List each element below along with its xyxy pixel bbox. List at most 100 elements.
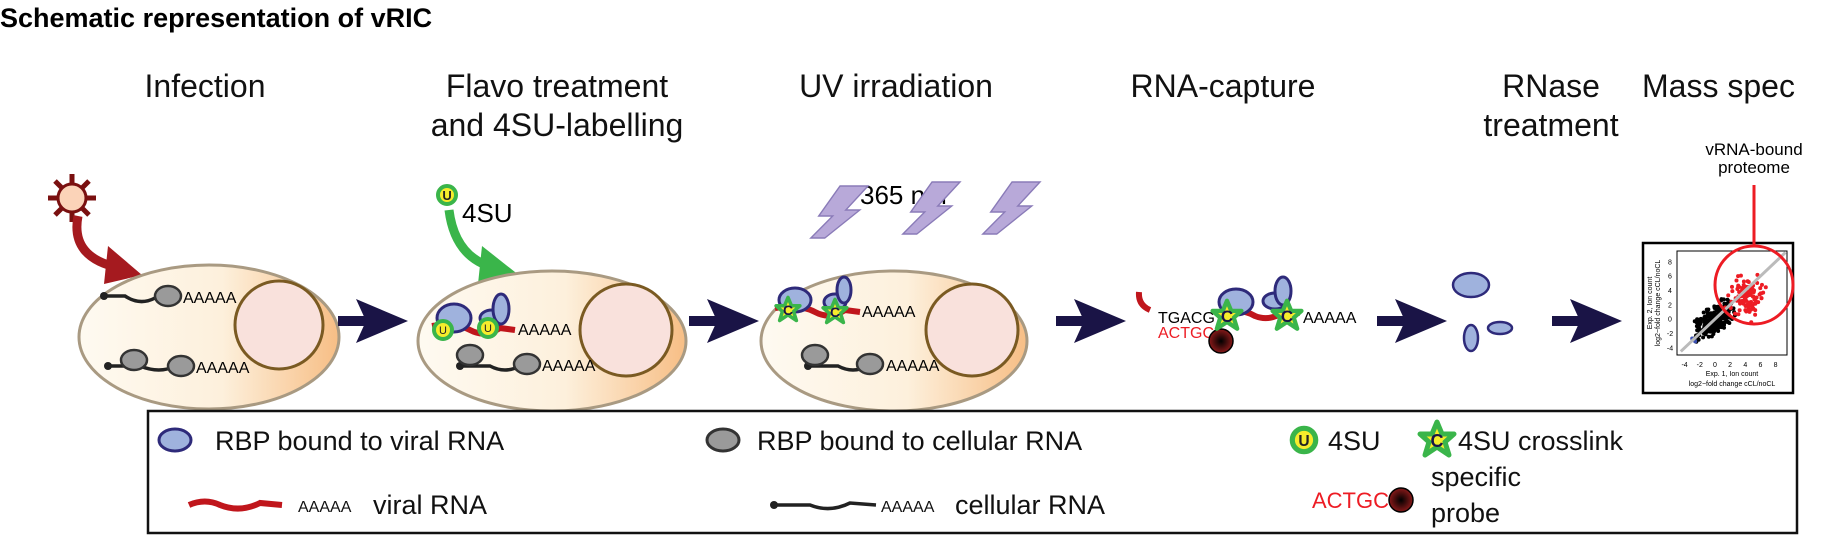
x-tick-label: -4 xyxy=(1681,362,1687,369)
polya-label: AAAAA xyxy=(886,358,940,375)
cell-labelled: U U AAAAA AAAAA xyxy=(416,269,688,413)
scatter-point-enriched xyxy=(1745,279,1750,284)
scatter-point-enriched xyxy=(1743,303,1748,308)
scatter-point-enriched xyxy=(1726,293,1731,298)
legend-4su: 4SU xyxy=(1328,426,1381,456)
y-tick-label: 2 xyxy=(1668,302,1672,309)
scatter-point xyxy=(1695,328,1700,333)
svg-text:U: U xyxy=(1298,433,1309,450)
scatter-point-enriched xyxy=(1763,285,1768,290)
plot-xlabel-1: Exp. 1, Ion count xyxy=(1706,371,1759,378)
scatter-point xyxy=(1723,317,1728,322)
scatter-point-enriched xyxy=(1737,290,1742,295)
scatter-point-enriched xyxy=(1736,274,1741,279)
scatter-point xyxy=(1711,327,1716,332)
step-capture-title: RNA-capture xyxy=(1131,68,1316,104)
polya-label: AAAAA xyxy=(196,360,250,377)
probe-bead-icon xyxy=(1208,328,1234,354)
scatter-point-enriched xyxy=(1741,279,1746,284)
scatter-point-enriched xyxy=(1759,296,1764,301)
step-arrow-icon xyxy=(1377,299,1447,343)
figure-title: Schematic representation of vRIC xyxy=(0,3,432,33)
scatter-point-enriched xyxy=(1735,287,1740,292)
scatter-point xyxy=(1707,315,1712,320)
legend-4su-icon: U xyxy=(1292,428,1315,451)
rna-capture-complex: TGACG ACTGC C C AAAAA xyxy=(1135,275,1357,354)
uv-lightning-icon xyxy=(982,181,1041,235)
scatter-point-enriched xyxy=(1755,272,1760,277)
step-arrow-icon xyxy=(1056,299,1126,343)
step-arrow-icon xyxy=(689,299,759,343)
scatter-point xyxy=(1727,320,1732,325)
scatter-point-enriched xyxy=(1730,289,1735,294)
vrna-bound-highlight-circle xyxy=(1713,244,1795,326)
legend-viral-rna: viral RNA xyxy=(373,490,487,520)
released-rbps xyxy=(1451,271,1514,353)
scatter-point xyxy=(1712,304,1717,309)
plot-ylabel-2: log2−fold change cCL/noCL xyxy=(1655,260,1662,347)
vrna-bound-label-2: proteome xyxy=(1718,158,1790,177)
svg-text:U: U xyxy=(442,188,451,203)
legend-cellular-rna-icon xyxy=(774,501,877,511)
scatter-point-enriched xyxy=(1744,299,1749,304)
step-rnase-title-2: treatment xyxy=(1483,107,1618,143)
scatter-point-enriched xyxy=(1744,309,1749,314)
plot-xlabel-2: log2−fold change cCL/noCL xyxy=(1689,381,1776,388)
step-infection-title: Infection xyxy=(145,68,266,104)
polya-label: AAAAA xyxy=(1303,310,1357,327)
scatter-point xyxy=(1701,310,1706,315)
diagonal-line xyxy=(1679,251,1787,353)
scatter-point xyxy=(1704,329,1709,334)
scatter-point-enriched xyxy=(1758,286,1763,291)
polya-label: AAAAA xyxy=(518,322,572,339)
scatter-point-enriched xyxy=(1745,293,1750,298)
step-arrow-icon xyxy=(1552,299,1622,343)
svg-text:C: C xyxy=(783,302,793,318)
scatter-point xyxy=(1706,334,1711,339)
legend-rbp-viral: RBP bound to viral RNA xyxy=(215,426,504,456)
svg-text:U: U xyxy=(439,325,447,337)
y-tick-label: -4 xyxy=(1667,345,1673,352)
scatter-point-enriched xyxy=(1736,312,1741,317)
polya-label: AAAAA xyxy=(862,304,916,321)
step-arrow-icon xyxy=(338,299,408,343)
scatter-point-enriched xyxy=(1729,284,1734,289)
scatter-point xyxy=(1702,319,1707,324)
svg-text:C: C xyxy=(1431,431,1444,451)
y-tick-label: 4 xyxy=(1668,288,1672,295)
scatter-point xyxy=(1717,309,1722,314)
legend-crosslink-icon: C xyxy=(1420,422,1454,455)
scatter-point-enriched xyxy=(1737,308,1742,313)
4su-label: 4SU xyxy=(462,198,513,228)
legend-rbp-cellular-icon xyxy=(705,427,741,453)
probe-sequence-label: ACTGC xyxy=(1158,325,1214,342)
scatter-point xyxy=(1713,312,1718,317)
legend-crosslink: 4SU crosslink xyxy=(1458,426,1624,456)
scatter-point xyxy=(1705,310,1710,315)
scatter-point xyxy=(1722,325,1727,330)
scatter-point-enriched xyxy=(1758,291,1763,296)
scatter-point-enriched xyxy=(1753,312,1758,317)
x-tick-label: 0 xyxy=(1713,362,1717,369)
4su-bead-icon: U xyxy=(436,184,458,206)
vrna-bound-label-1: vRNA-bound xyxy=(1705,140,1802,159)
svg-text:C: C xyxy=(1221,307,1233,326)
scatter-point xyxy=(1702,314,1707,319)
probe-target-label: TGACG xyxy=(1158,310,1215,327)
legend-rbp-cellular: RBP bound to cellular RNA xyxy=(757,426,1082,456)
scatter-point xyxy=(1701,335,1706,340)
step-massspec-title: Mass spec xyxy=(1642,68,1795,104)
plot-ylabel-1: Exp. 2, Ion count xyxy=(1647,277,1654,330)
scatter-point-enriched xyxy=(1751,290,1756,295)
y-tick-label: -2 xyxy=(1667,331,1673,338)
virus-icon xyxy=(48,174,96,222)
svg-text:C: C xyxy=(1281,307,1293,326)
scatter-point-enriched xyxy=(1747,289,1752,294)
scatter-point-enriched xyxy=(1749,307,1754,312)
legend-polya: AAAAA xyxy=(881,499,935,516)
uv-lightning-icon xyxy=(810,185,869,239)
y-tick-label: 6 xyxy=(1668,274,1672,281)
x-tick-label: 8 xyxy=(1774,362,1778,369)
